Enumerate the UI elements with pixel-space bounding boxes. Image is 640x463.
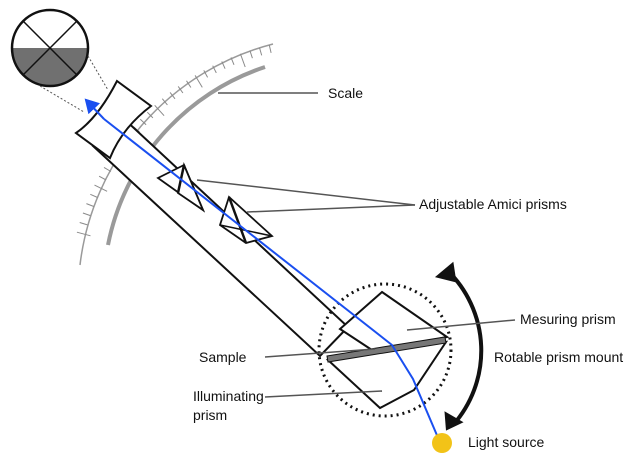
scale-tick xyxy=(203,70,209,78)
scale-tick xyxy=(186,80,192,88)
scale-tick xyxy=(221,61,226,69)
rotable-prism-mount xyxy=(317,282,453,418)
scale-tick xyxy=(79,222,88,226)
label-rotable-prism-mount: Rotable prism mount xyxy=(494,349,623,365)
ray-arrow xyxy=(84,98,105,120)
label-sample: Sample xyxy=(199,349,247,365)
scale-tick xyxy=(146,111,154,119)
scale-tick xyxy=(94,184,108,192)
arrow-head-top-icon xyxy=(434,261,457,283)
eyepiece-view xyxy=(10,8,109,113)
label-measuring-prism: Mesuring prism xyxy=(520,311,616,327)
scale-tick xyxy=(177,86,184,94)
telescope xyxy=(74,79,350,358)
scale-tick xyxy=(82,212,91,217)
scale-tick xyxy=(268,44,272,54)
scale-outer-arc xyxy=(79,43,274,266)
label-light-source: Light source xyxy=(468,434,544,450)
scale-tick xyxy=(154,104,165,117)
scale-tick xyxy=(161,98,168,106)
label-illuminating-prism: prism xyxy=(193,407,227,423)
scale-tick xyxy=(90,193,98,198)
telescope-tube xyxy=(91,115,350,358)
arrow-head-bottom-icon xyxy=(444,411,464,431)
scale-tick xyxy=(86,203,94,207)
label-amici-prisms: Adjustable Amici prisms xyxy=(419,196,567,212)
label-illuminating: Illuminating xyxy=(193,388,264,404)
scale-inner-arc xyxy=(106,65,266,246)
light-ray xyxy=(103,118,440,441)
leader-lines xyxy=(196,92,516,398)
scale-tick xyxy=(259,47,263,56)
rotation-arrow xyxy=(445,268,484,427)
scale-tick xyxy=(212,65,217,74)
eyepiece-lens xyxy=(74,79,153,160)
prism-assembly xyxy=(325,290,450,410)
scale-tick xyxy=(103,166,112,172)
circle-field-icon xyxy=(10,8,90,88)
scale-tick xyxy=(169,92,176,100)
scale-tick xyxy=(239,53,246,68)
sun-dot-icon xyxy=(432,433,452,453)
scale-tick xyxy=(230,57,235,65)
sample-layer xyxy=(326,336,447,363)
scale-tick xyxy=(194,75,203,88)
scale-tick xyxy=(139,118,147,126)
scale-tick xyxy=(249,50,253,59)
scale-tick xyxy=(98,175,107,181)
label-scale: Scale xyxy=(328,85,363,101)
scale-tick xyxy=(76,231,91,237)
